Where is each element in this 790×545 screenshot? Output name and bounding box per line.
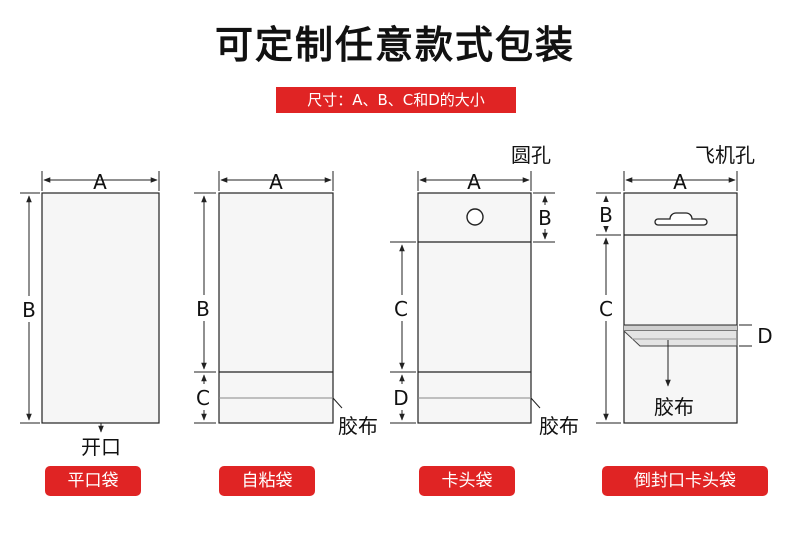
header-bag-button[interactable]: 卡头袋: [419, 466, 515, 496]
dim-c-label: C: [196, 386, 210, 410]
euro-hole: [654, 212, 708, 226]
glue-label: 胶布: [539, 414, 579, 438]
flat-bag-body: [41, 192, 160, 424]
hole-label: 圆孔: [511, 143, 551, 167]
self-seal-bag-button[interactable]: 自粘袋: [219, 466, 315, 496]
dim-c-label: C: [599, 297, 613, 321]
self-seal-bag-diagram: A B C 胶布: [192, 170, 378, 438]
round-hole: [466, 208, 484, 226]
size-subtitle: 尺寸：A、B、C和D的大小: [276, 87, 516, 113]
page-title: 可定制任意款式包装: [214, 23, 575, 67]
dim-d-label: D: [393, 386, 408, 410]
glue-label: 胶布: [654, 395, 694, 419]
self-seal-bag-body: [218, 192, 334, 424]
dim-b-label: B: [599, 203, 613, 227]
header-bag-diagram: 圆孔 A B C D 胶布: [390, 143, 579, 438]
dim-a-label: A: [93, 170, 107, 194]
dim-b-label: B: [22, 298, 36, 322]
header-bag-body: [417, 192, 532, 424]
glue-label: 胶布: [338, 414, 378, 438]
flat-bag-button[interactable]: 平口袋: [45, 466, 141, 496]
opening-label: 开口: [81, 435, 121, 459]
dim-c-label: C: [394, 297, 408, 321]
dim-d-label: D: [757, 324, 772, 348]
header-seal-bag-button[interactable]: 倒封口卡头袋: [602, 466, 768, 496]
flat-bag-diagram: A B 开口: [18, 170, 160, 459]
dim-a-label: A: [269, 170, 283, 194]
hole-label: 飞机孔: [695, 143, 755, 167]
seal-strip: [624, 325, 737, 331]
dim-a-label: A: [467, 170, 481, 194]
dim-b-label: B: [196, 297, 210, 321]
dim-b-label: B: [538, 206, 552, 230]
dim-a-label: A: [673, 170, 687, 194]
header-seal-bag-body: [623, 192, 738, 424]
header-seal-bag-diagram: 飞机孔 A B C D 胶布: [595, 143, 773, 424]
